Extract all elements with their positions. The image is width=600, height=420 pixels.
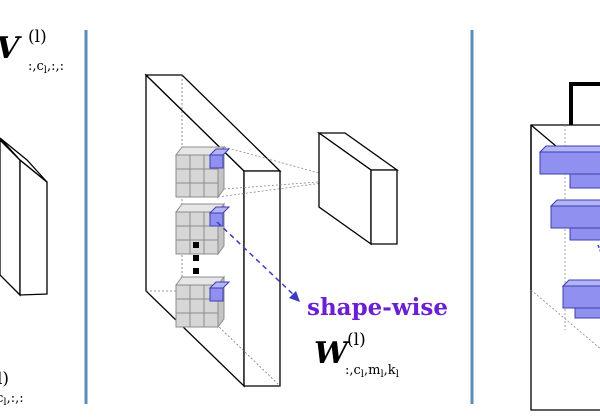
weight-symbol: W bbox=[314, 336, 351, 371]
right-panel bbox=[530, 82, 600, 411]
right-feature-slab bbox=[530, 124, 600, 411]
left-bottom-weight-sub: ,cl,:,: bbox=[0, 391, 24, 408]
right-filter-bar-3 bbox=[561, 279, 600, 319]
filter-cube-middle bbox=[175, 202, 231, 256]
weight-group-label: W (l) :,cl,ml,kl bbox=[314, 330, 399, 380]
right-filter-bar-2 bbox=[549, 199, 600, 241]
filter-cube-top-highlight bbox=[208, 148, 231, 169]
weight-subscript: :,cl,ml,kl bbox=[345, 363, 399, 380]
output-feature-cube bbox=[316, 131, 400, 246]
right-slab-hidden-edges bbox=[530, 125, 600, 349]
left-top-weight-symbol: V bbox=[0, 31, 22, 66]
left-panel: V (l) :,cl,:,: l) ,cl,:,: bbox=[0, 27, 64, 408]
shape-wise-label: shape-wise bbox=[307, 294, 448, 321]
filter-cube-bottom-highlight bbox=[208, 281, 231, 302]
left-feature-block bbox=[0, 137, 48, 297]
filter-cube-middle-highlight bbox=[208, 206, 231, 227]
left-bottom-weight-sup: l) bbox=[0, 369, 9, 389]
left-top-weight-sub: :,cl,:,: bbox=[28, 59, 64, 76]
shape-wise-arrow bbox=[216, 221, 300, 302]
right-bracket bbox=[569, 82, 600, 125]
left-top-weight-sup: (l) bbox=[28, 27, 47, 47]
filter-cube-bottom bbox=[175, 275, 231, 329]
middle-panel: shape-wise W (l) :,cl,ml,kl bbox=[144, 73, 448, 388]
right-dashed-hint bbox=[597, 244, 600, 253]
weight-superscript: (l) bbox=[347, 330, 366, 350]
ellipsis-dots bbox=[193, 242, 199, 274]
filter-cube-top bbox=[175, 145, 231, 199]
right-filter-bar-1 bbox=[538, 145, 600, 189]
